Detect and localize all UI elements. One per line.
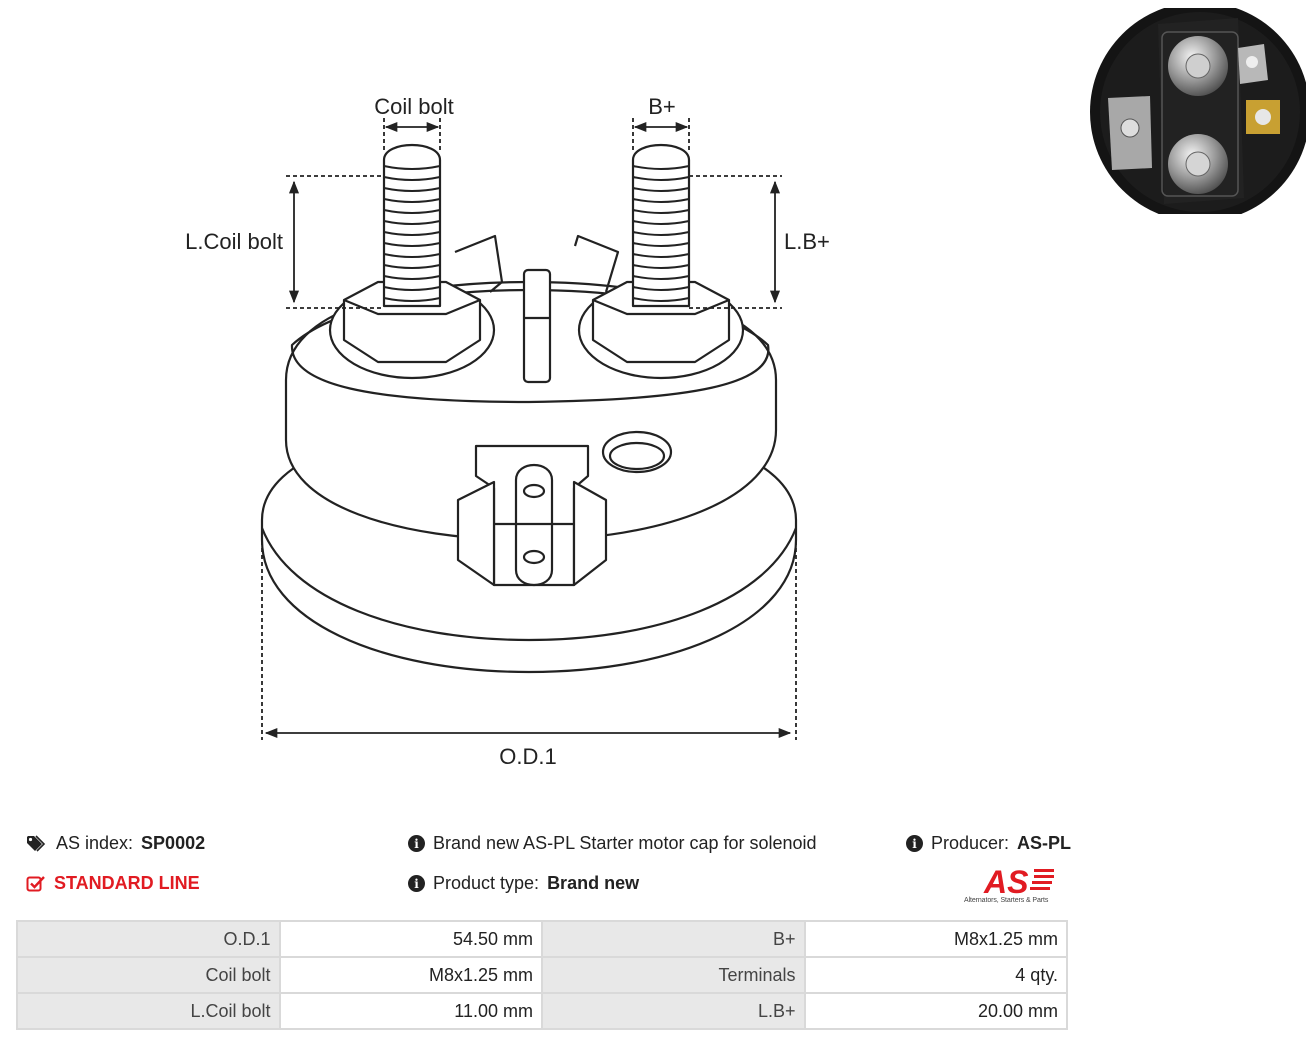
spec-value: 4 qty. [803, 956, 1068, 994]
producer-label: Producer: [931, 833, 1010, 853]
logo-tagline: Alternators, Starters & Parts [964, 897, 1049, 904]
table-row: Coil bolt M8x1.25 mm Terminals 4 qty. [16, 956, 1068, 994]
bolt-thread [632, 264, 690, 269]
info-icon: i [906, 835, 923, 852]
bolt-thread [383, 165, 441, 170]
spec-value: 54.50 mm [278, 920, 543, 958]
producer: i Producer: AS-PL [906, 833, 1071, 854]
solenoid-cap-drawing: Coil bolt B+ L.Coil bolt L.B+ O.D.1 [185, 94, 830, 769]
bolt-thread [632, 253, 690, 258]
table-row: O.D.1 54.50 mm B+ M8x1.25 mm [16, 920, 1068, 958]
product-line: STANDARD LINE [26, 873, 200, 894]
bolt-thread [383, 242, 441, 247]
producer-value: AS-PL [1017, 833, 1072, 853]
label-l-coil-bolt: L.Coil bolt [185, 229, 283, 254]
check-square-icon [26, 875, 46, 893]
bolt-thread [383, 187, 441, 192]
tag-icon [26, 834, 48, 853]
bolt-thread [632, 220, 690, 225]
spec-value: 11.00 mm [278, 992, 543, 1030]
bolt-thread [383, 275, 441, 280]
bolt-thread [632, 187, 690, 192]
spec-label: Coil bolt [16, 956, 281, 994]
label-coil-bolt: Coil bolt [374, 94, 453, 119]
spec-label: B+ [541, 920, 806, 958]
bolt-thread [383, 297, 441, 302]
spec-value: M8x1.25 mm [803, 920, 1068, 958]
product-type: i Product type: Brand new [408, 873, 639, 894]
label-od1: O.D.1 [499, 744, 556, 769]
bolt-thread [632, 242, 690, 247]
spec-label: Terminals [541, 956, 806, 994]
description-text: Brand new AS-PL Starter motor cap for so… [433, 833, 817, 853]
bolt-thread [632, 231, 690, 236]
bolt-thread [632, 165, 690, 170]
as-pl-logo: AS Alternators, Starters & Parts [964, 864, 1068, 908]
spec-value: M8x1.25 mm [278, 956, 543, 994]
table-row: L.Coil bolt 11.00 mm L.B+ 20.00 mm [16, 992, 1068, 1030]
as-index-value: SP0002 [141, 833, 206, 853]
description: i Brand new AS-PL Starter motor cap for … [408, 833, 817, 854]
bolt-thread [632, 209, 690, 214]
bolt-thread [383, 220, 441, 225]
bolt-thread [383, 253, 441, 258]
product-type-value: Brand new [547, 873, 640, 893]
spec-label: L.Coil bolt [16, 992, 281, 1030]
label-b-plus: B+ [648, 94, 676, 119]
spec-label: O.D.1 [16, 920, 281, 958]
bolt-thread [632, 286, 690, 291]
bolt-thread [383, 209, 441, 214]
bolt-thread [383, 286, 441, 291]
bolt-thread [383, 198, 441, 203]
product-type-label: Product type: [433, 873, 540, 893]
product-photo [1090, 8, 1306, 214]
spec-value: 20.00 mm [803, 992, 1068, 1030]
spec-label: L.B+ [541, 992, 806, 1030]
info-icon: i [408, 835, 425, 852]
bolt-thread [383, 176, 441, 181]
bolt-thread [383, 231, 441, 236]
as-index: AS index: SP0002 [26, 833, 205, 854]
standard-line-label: STANDARD LINE [54, 873, 200, 893]
info-icon: i [408, 875, 425, 892]
spec-table: O.D.1 54.50 mm B+ M8x1.25 mm Coil bolt M… [16, 920, 1068, 1030]
as-index-label: AS index: [56, 833, 134, 853]
logo-text: AS [983, 864, 1029, 898]
label-l-b-plus: L.B+ [784, 229, 830, 254]
bolt-thread [632, 275, 690, 280]
bolt-thread [383, 264, 441, 269]
bolt-thread [632, 198, 690, 203]
bolt-thread [632, 297, 690, 302]
bolt-thread [632, 176, 690, 181]
